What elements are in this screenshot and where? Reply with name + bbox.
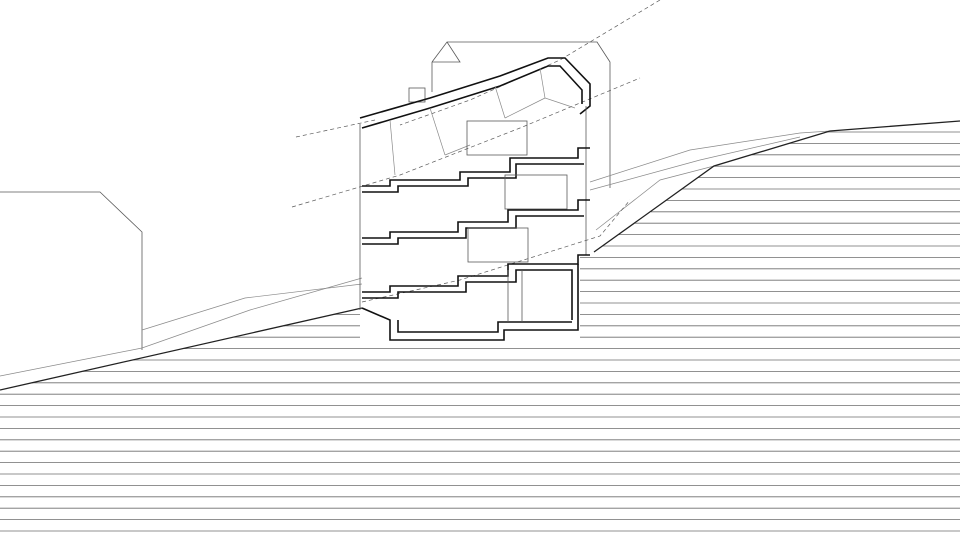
earth-hatching: [0, 131, 960, 532]
floor-slab-1: [362, 147, 590, 187]
basement-outline: [361, 264, 579, 341]
dashed-line-1: [295, 119, 376, 138]
dashed-line-2: [399, 0, 661, 126]
floor-slab-2-under: [362, 215, 584, 245]
terrain-line-back-5: [595, 165, 715, 231]
dashed-line-3: [291, 77, 641, 208]
roof-facets: [389, 67, 576, 176]
basement-wall: [507, 270, 523, 322]
floor-slab-1-under: [362, 163, 584, 193]
window-top: [466, 120, 528, 156]
dashed-line-4: [361, 199, 631, 303]
floor-slab-2: [362, 199, 590, 239]
terrain-line-back-4: [589, 136, 801, 191]
roof-inner: [361, 65, 583, 129]
terrain-line-back-1: [0, 277, 363, 377]
floor-slab-3-under: [362, 269, 573, 320]
neighbor-building-left: [0, 191, 143, 350]
window-level-2: [467, 227, 529, 263]
terrain-line-back-2: [141, 283, 363, 331]
roof-outer: [359, 57, 591, 119]
window-level-1: [504, 174, 568, 210]
building-section: [359, 57, 591, 341]
floor-slab-3: [362, 254, 590, 293]
ground-line: [0, 120, 960, 391]
terrain-line-back-3: [589, 130, 831, 183]
basement-inner: [397, 320, 572, 333]
neighbor-building-behind: [431, 41, 611, 188]
